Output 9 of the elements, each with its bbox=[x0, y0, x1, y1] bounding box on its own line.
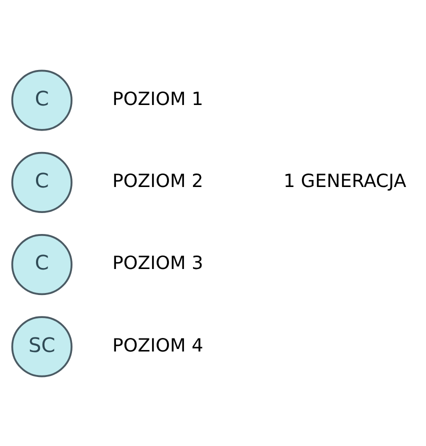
node-label: POZIOM 4 bbox=[112, 334, 204, 356]
node-circle: C bbox=[11, 234, 72, 295]
node-circle: C bbox=[11, 69, 72, 130]
node-label: POZIOM 1 bbox=[112, 88, 204, 110]
label: 1 GENERACJA bbox=[284, 170, 406, 192]
node-circle: SC bbox=[11, 316, 72, 377]
node-label: POZIOM 2 bbox=[112, 170, 204, 192]
node-label: POZIOM 3 bbox=[112, 252, 204, 274]
node-circle: C bbox=[11, 151, 72, 212]
